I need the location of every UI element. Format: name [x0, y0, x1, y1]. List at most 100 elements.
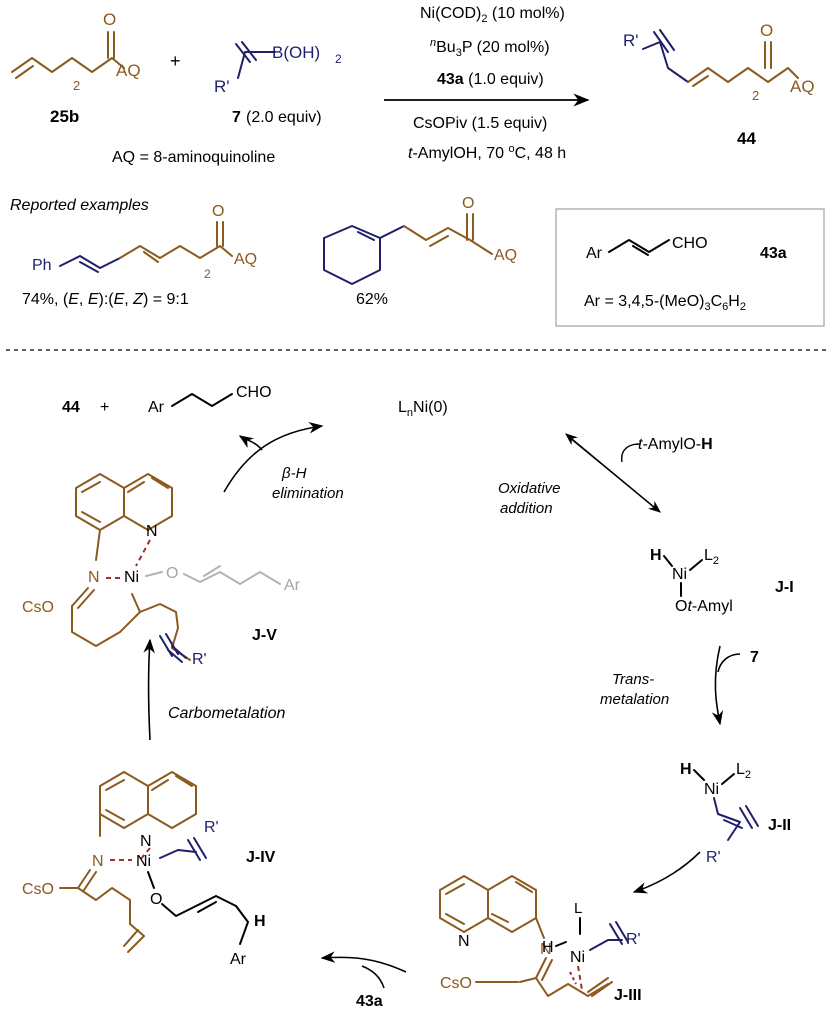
- svg-text:O: O: [212, 203, 224, 220]
- oxidative-label: Oxidative: [498, 480, 561, 497]
- svg-text:2: 2: [335, 52, 342, 66]
- box-label-43a: 43a: [760, 245, 787, 262]
- svg-text:43a (1.0 equiv): 43a (1.0 equiv): [437, 71, 544, 88]
- svg-text:L: L: [574, 900, 582, 917]
- svg-text:N: N: [140, 833, 152, 850]
- transmetalation-arrow: [711, 645, 724, 726]
- equiv-7: (2.0 equiv): [246, 109, 322, 126]
- svg-text:AQ: AQ: [234, 251, 257, 268]
- label-25b: 25b: [50, 107, 79, 126]
- svg-text:H: H: [254, 913, 266, 930]
- conditions: Ni(COD)2 (10 mol%) nBu3P (20 mol%) 43a (…: [384, 5, 590, 162]
- label-j-iv: J-IV: [246, 849, 276, 866]
- svg-text:O: O: [760, 21, 773, 40]
- cycle-plus: +: [100, 399, 109, 416]
- trans-label: Trans-: [612, 671, 654, 688]
- svg-text:O: O: [166, 565, 178, 582]
- intermediate-j-v: N N Ni CsO R' O Ar J-V: [22, 473, 301, 668]
- beta-h-arrow: [223, 422, 324, 493]
- svg-text:Ni: Ni: [570, 949, 585, 966]
- aldehyde-43a-box: Ar CHO 43a Ar = 3,4,5-(MeO)3C6H2: [555, 208, 825, 327]
- svg-text:Ni(COD)2 (10 mol%): Ni(COD)2 (10 mol%): [420, 5, 565, 25]
- svg-text:CsO: CsO: [22, 599, 54, 616]
- top-reaction: O AQ 2 25b + B(OH) 2 R' 7 (2.0 equiv) AQ…: [11, 5, 815, 166]
- label-7: 7: [232, 109, 241, 126]
- svg-text:Ar = 3,4,5-(MeO)3C6H2: Ar = 3,4,5-(MeO)3C6H2: [584, 293, 746, 313]
- aq-definition: AQ = 8-aminoquinoline: [112, 149, 275, 166]
- examples-heading: Reported examples: [10, 197, 149, 214]
- svg-text:N: N: [146, 523, 158, 540]
- metalation-label: metalation: [600, 691, 669, 708]
- svg-text:AQ: AQ: [790, 77, 815, 96]
- svg-text:Ni: Ni: [136, 853, 151, 870]
- svg-text:2: 2: [752, 88, 759, 103]
- svg-text:AQ: AQ: [494, 247, 517, 264]
- insertion-arrow: [320, 951, 407, 973]
- label-j-ii: J-II: [768, 817, 791, 834]
- plus-sign: +: [170, 51, 181, 71]
- catalytic-cycle: 44 + Ar CHO LnNi(0) β-H elimination t-Am…: [22, 384, 794, 1010]
- condition-base: CsOPiv (1.5 equiv): [413, 115, 547, 132]
- beta-h-label: β-H: [281, 465, 307, 482]
- example-2: O AQ 62%: [323, 195, 517, 308]
- svg-text:Ar: Ar: [284, 577, 301, 594]
- svg-text:R': R': [192, 651, 207, 668]
- svg-text:L2: L2: [704, 547, 719, 567]
- box-cho: CHO: [672, 235, 708, 252]
- svg-text:nBu3P (20 mol%): nBu3P (20 mol%): [430, 37, 550, 59]
- intermediate-j-ii: H Ni L2 R' J-II: [680, 761, 791, 866]
- svg-text:Ar: Ar: [230, 951, 247, 968]
- cycle-cho: CHO: [236, 384, 272, 401]
- svg-text:R': R': [706, 849, 721, 866]
- svg-text:Ni: Ni: [704, 781, 719, 798]
- aq-label: AQ: [116, 61, 141, 80]
- intermediate-j-iv: N N Ni CsO R' O H Ar J-IV: [22, 771, 276, 968]
- svg-text:Ot-Amyl: Ot-Amyl: [675, 598, 733, 615]
- svg-text:CsO: CsO: [22, 881, 54, 898]
- label-j-iii: J-III: [614, 987, 642, 1004]
- reagent-43a: 43a: [356, 993, 383, 1010]
- carbometalation-label: Carbometalation: [168, 705, 286, 722]
- boronic-acid: B(OH): [272, 43, 320, 62]
- svg-text:N: N: [540, 941, 552, 958]
- intermediate-j-i: H Ni L2 Ot-Amyl J-I: [650, 547, 794, 615]
- svg-text:R': R': [626, 931, 641, 948]
- ligand-exchange-arrow: [632, 851, 701, 894]
- svg-text:2: 2: [204, 267, 211, 281]
- example-2-yield: 62%: [356, 291, 388, 308]
- svg-text:O: O: [150, 891, 162, 908]
- svg-text:CsO: CsO: [440, 975, 472, 992]
- svg-text:N: N: [88, 569, 100, 586]
- carbonyl-o: O: [103, 10, 116, 29]
- svg-text:LnNi(0): LnNi(0): [398, 399, 448, 419]
- reagent-7: 7: [750, 649, 759, 666]
- addition-label: addition: [500, 500, 553, 517]
- cycle-product-44: 44: [62, 399, 80, 416]
- product-44: R' O AQ 2 44: [623, 21, 815, 148]
- svg-text:R': R': [623, 31, 639, 50]
- reported-examples: Reported examples Ph O AQ 2 74%, (E, E):…: [10, 195, 825, 327]
- label-j-i: J-I: [775, 579, 794, 596]
- svg-text:L2: L2: [736, 761, 751, 781]
- svg-text:H: H: [680, 761, 692, 778]
- label-44: 44: [737, 129, 756, 148]
- elimination-label: elimination: [272, 485, 344, 502]
- svg-text:t-AmylO-H: t-AmylO-H: [638, 436, 713, 453]
- svg-text:H: H: [650, 547, 662, 564]
- label-j-v: J-V: [252, 627, 277, 644]
- svg-text:N: N: [92, 853, 104, 870]
- compound-7: B(OH) 2 R' 7 (2.0 equiv): [214, 41, 342, 126]
- compound-25b: O AQ 2 25b: [11, 10, 141, 126]
- svg-text:Ni: Ni: [672, 566, 687, 583]
- svg-text:Ni: Ni: [124, 569, 139, 586]
- example-1: Ph O AQ 2 74%, (E, E):(E, Z) = 9:1: [22, 203, 257, 308]
- carbometalation-arrow: [143, 638, 155, 741]
- svg-text:O: O: [462, 195, 474, 212]
- svg-text:R': R': [204, 819, 219, 836]
- box-ar: Ar: [586, 245, 603, 262]
- r-prime: R': [214, 77, 230, 96]
- cycle-ar: Ar: [148, 399, 165, 416]
- svg-text:74%, (E, E):(E, Z) = 9:1: 74%, (E, E):(E, Z) = 9:1: [22, 291, 189, 308]
- svg-text:H: H: [542, 939, 554, 956]
